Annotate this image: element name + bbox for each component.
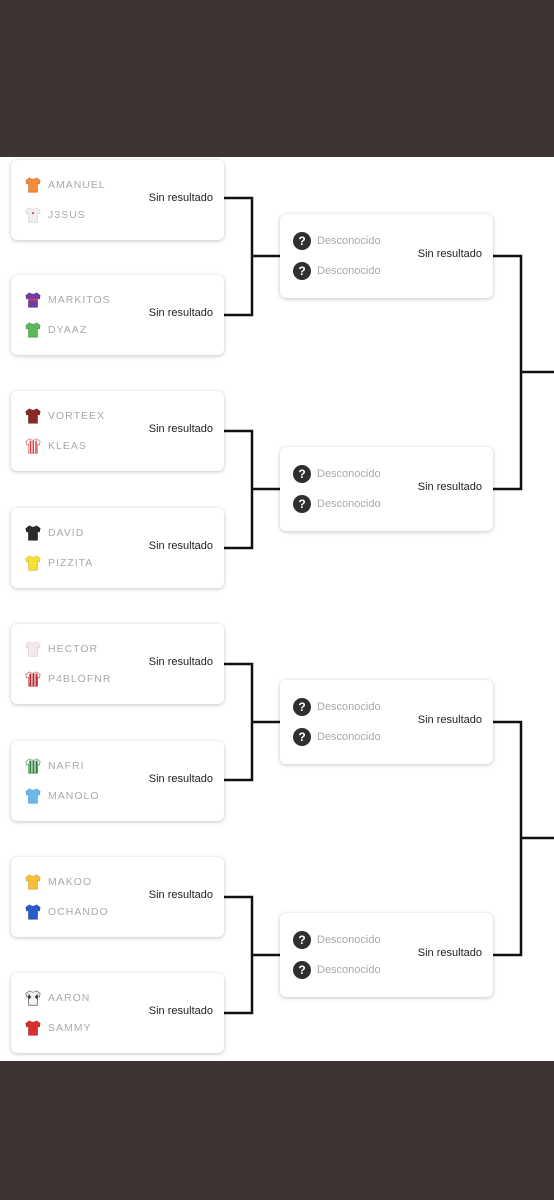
team-name: PIZZITA (48, 557, 94, 569)
match-card[interactable]: NAFRI MANOLO Sin resultado (11, 741, 224, 821)
question-icon: ? (293, 262, 311, 280)
team-name: HECTOR (48, 643, 99, 655)
team-name: Desconocido (317, 731, 381, 743)
match-card[interactable]: MARKITOS DYAAZ Sin resultado (11, 275, 224, 355)
match-card[interactable]: ? Desconocido ? Desconocido Sin resultad… (280, 913, 493, 997)
match-card[interactable]: VORTEEX KLEAS Sin resultado (11, 391, 224, 471)
jersey-icon (25, 438, 41, 454)
team-row: ? Desconocido (293, 232, 381, 250)
team-name: Desconocido (317, 235, 381, 247)
team-name: OCHANDO (48, 906, 109, 918)
team-name: P4BLOFNR (48, 673, 112, 685)
question-icon: ? (293, 698, 311, 716)
match-result: Sin resultado (417, 248, 482, 260)
match-result: Sin resultado (148, 307, 213, 319)
team-row: MARKITOS (24, 291, 111, 309)
team-row: ? Desconocido (293, 262, 381, 280)
jersey-icon (25, 207, 41, 223)
team-row: ? Desconocido (293, 728, 381, 746)
team-row: OCHANDO (24, 903, 109, 921)
question-icon: ? (293, 232, 311, 250)
jersey-icon (25, 322, 41, 338)
team-row: P4BLOFNR (24, 670, 111, 688)
team-row: J3SUS (24, 206, 86, 224)
match-result: Sin resultado (148, 192, 213, 204)
jersey-icon (25, 671, 41, 687)
team-row: PIZZITA (24, 554, 93, 572)
match-result: Sin resultado (148, 773, 213, 785)
team-name: MANOLO (48, 790, 100, 802)
match-result: Sin resultado (417, 947, 482, 959)
team-row: ? Desconocido (293, 465, 381, 483)
team-name: NAFRI (48, 760, 85, 772)
jersey-icon (25, 788, 41, 804)
team-name: Desconocido (317, 468, 381, 480)
match-card[interactable]: DAVID PIZZITA Sin resultado (11, 508, 224, 588)
jersey-icon (25, 990, 41, 1006)
match-card[interactable]: HECTOR P4BLOFNR Sin resultado (11, 624, 224, 704)
match-card[interactable]: MAKOO OCHANDO Sin resultado (11, 857, 224, 937)
team-name: Desconocido (317, 964, 381, 976)
team-name: DYAAZ (48, 324, 88, 336)
match-card[interactable]: ? Desconocido ? Desconocido Sin resultad… (280, 447, 493, 531)
team-row: ? Desconocido (293, 931, 381, 949)
match-result: Sin resultado (148, 540, 213, 552)
team-name: Desconocido (317, 498, 381, 510)
match-card[interactable]: AARON SAMMY Sin resultado (11, 973, 224, 1053)
bracket-panel: AMANUEL J3SUS Sin resultado MARKITOS DYA… (0, 157, 554, 1061)
jersey-icon (25, 758, 41, 774)
match-result: Sin resultado (148, 423, 213, 435)
team-row: KLEAS (24, 437, 87, 455)
team-name: Desconocido (317, 701, 381, 713)
jersey-icon (25, 177, 41, 193)
jersey-icon (25, 292, 41, 308)
match-result: Sin resultado (148, 1005, 213, 1017)
team-row: DYAAZ (24, 321, 87, 339)
team-row: NAFRI (24, 757, 85, 775)
team-row: VORTEEX (24, 407, 105, 425)
team-name: MARKITOS (48, 294, 111, 306)
team-row: AARON (24, 989, 90, 1007)
match-card[interactable]: AMANUEL J3SUS Sin resultado (11, 160, 224, 240)
jersey-icon (25, 408, 41, 424)
bracket-connectors (224, 196, 554, 1015)
match-result: Sin resultado (417, 714, 482, 726)
question-icon: ? (293, 931, 311, 949)
team-row: SAMMY (24, 1019, 92, 1037)
team-name: AARON (48, 992, 91, 1004)
jersey-icon (25, 1020, 41, 1036)
team-name: KLEAS (48, 440, 87, 452)
team-row: ? Desconocido (293, 495, 381, 513)
question-icon: ? (293, 961, 311, 979)
team-row: HECTOR (24, 640, 98, 658)
jersey-icon (25, 641, 41, 657)
team-row: ? Desconocido (293, 961, 381, 979)
team-name: J3SUS (48, 209, 86, 221)
match-result: Sin resultado (148, 656, 213, 668)
team-name: Desconocido (317, 934, 381, 946)
team-name: AMANUEL (48, 179, 106, 191)
question-icon: ? (293, 495, 311, 513)
match-card[interactable]: ? Desconocido ? Desconocido Sin resultad… (280, 680, 493, 764)
jersey-icon (25, 904, 41, 920)
match-result: Sin resultado (417, 481, 482, 493)
team-name: VORTEEX (48, 410, 105, 422)
jersey-icon (25, 874, 41, 890)
jersey-icon (25, 555, 41, 571)
match-result: Sin resultado (148, 889, 213, 901)
match-card[interactable]: ? Desconocido ? Desconocido Sin resultad… (280, 214, 493, 298)
team-name: Desconocido (317, 265, 381, 277)
team-row: MAKOO (24, 873, 92, 891)
team-row: ? Desconocido (293, 698, 381, 716)
team-name: MAKOO (48, 876, 93, 888)
team-row: DAVID (24, 524, 84, 542)
team-name: DAVID (48, 527, 85, 539)
question-icon: ? (293, 465, 311, 483)
team-name: SAMMY (48, 1022, 92, 1034)
team-row: AMANUEL (24, 176, 106, 194)
question-icon: ? (293, 728, 311, 746)
team-row: MANOLO (24, 787, 100, 805)
jersey-icon (25, 525, 41, 541)
